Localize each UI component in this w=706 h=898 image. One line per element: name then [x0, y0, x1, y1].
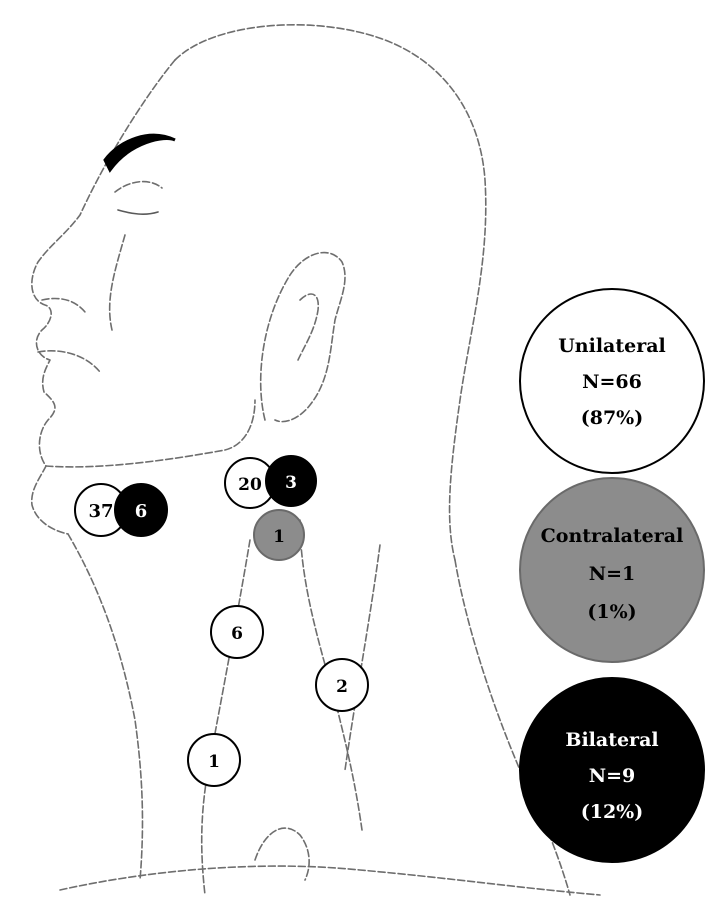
node-upper-jugular-unilateral-count: 20: [238, 475, 262, 495]
node-posterior-triangle-count: 2: [336, 677, 348, 697]
legend-bilateral-title: Bilateral: [565, 729, 658, 751]
ear: [261, 253, 345, 422]
head-neck-sketch: [32, 25, 600, 895]
legend-contralateral-pct: (1%): [587, 601, 636, 623]
node-upper-jugular-contralateral-count: 1: [273, 527, 285, 547]
nose-detail: [42, 299, 85, 313]
legend-contralateral-n: N=1: [589, 563, 636, 585]
face-profile: [32, 60, 175, 534]
ear-inner: [298, 294, 318, 360]
eye-lid: [115, 182, 162, 192]
legend: Unilateral N=66 (87%) Contralateral N=1 …: [520, 289, 704, 862]
eyebrow: [105, 135, 175, 170]
legend-unilateral-n: N=66: [582, 371, 642, 393]
node-upper-jugular-bilateral-count: 3: [285, 473, 297, 493]
cheek-line: [110, 235, 125, 330]
legend-bilateral-n: N=9: [589, 765, 636, 787]
head-outline: [175, 25, 486, 560]
mouth: [38, 351, 100, 372]
eye: [118, 210, 158, 214]
node-submandibular-bilateral-count: 6: [135, 501, 148, 522]
trachea-line-1: [202, 540, 250, 895]
node-submandibular-unilateral-count: 37: [88, 501, 113, 522]
trachea-line-2: [345, 545, 380, 770]
neck-front: [68, 534, 142, 880]
legend-contralateral-title: Contralateral: [541, 525, 684, 547]
legend-unilateral-title: Unilateral: [558, 335, 666, 357]
legend-bilateral-pct: (12%): [581, 801, 643, 823]
node-lower-jugular-count: 1: [208, 752, 220, 772]
collar-notch: [255, 828, 309, 880]
jaw-line: [46, 400, 255, 467]
node-mid-jugular-count: 6: [231, 624, 243, 644]
legend-unilateral-pct: (87%): [581, 407, 643, 429]
lymph-nodes: 37 6 20 3 1 6 1 2: [75, 456, 368, 786]
